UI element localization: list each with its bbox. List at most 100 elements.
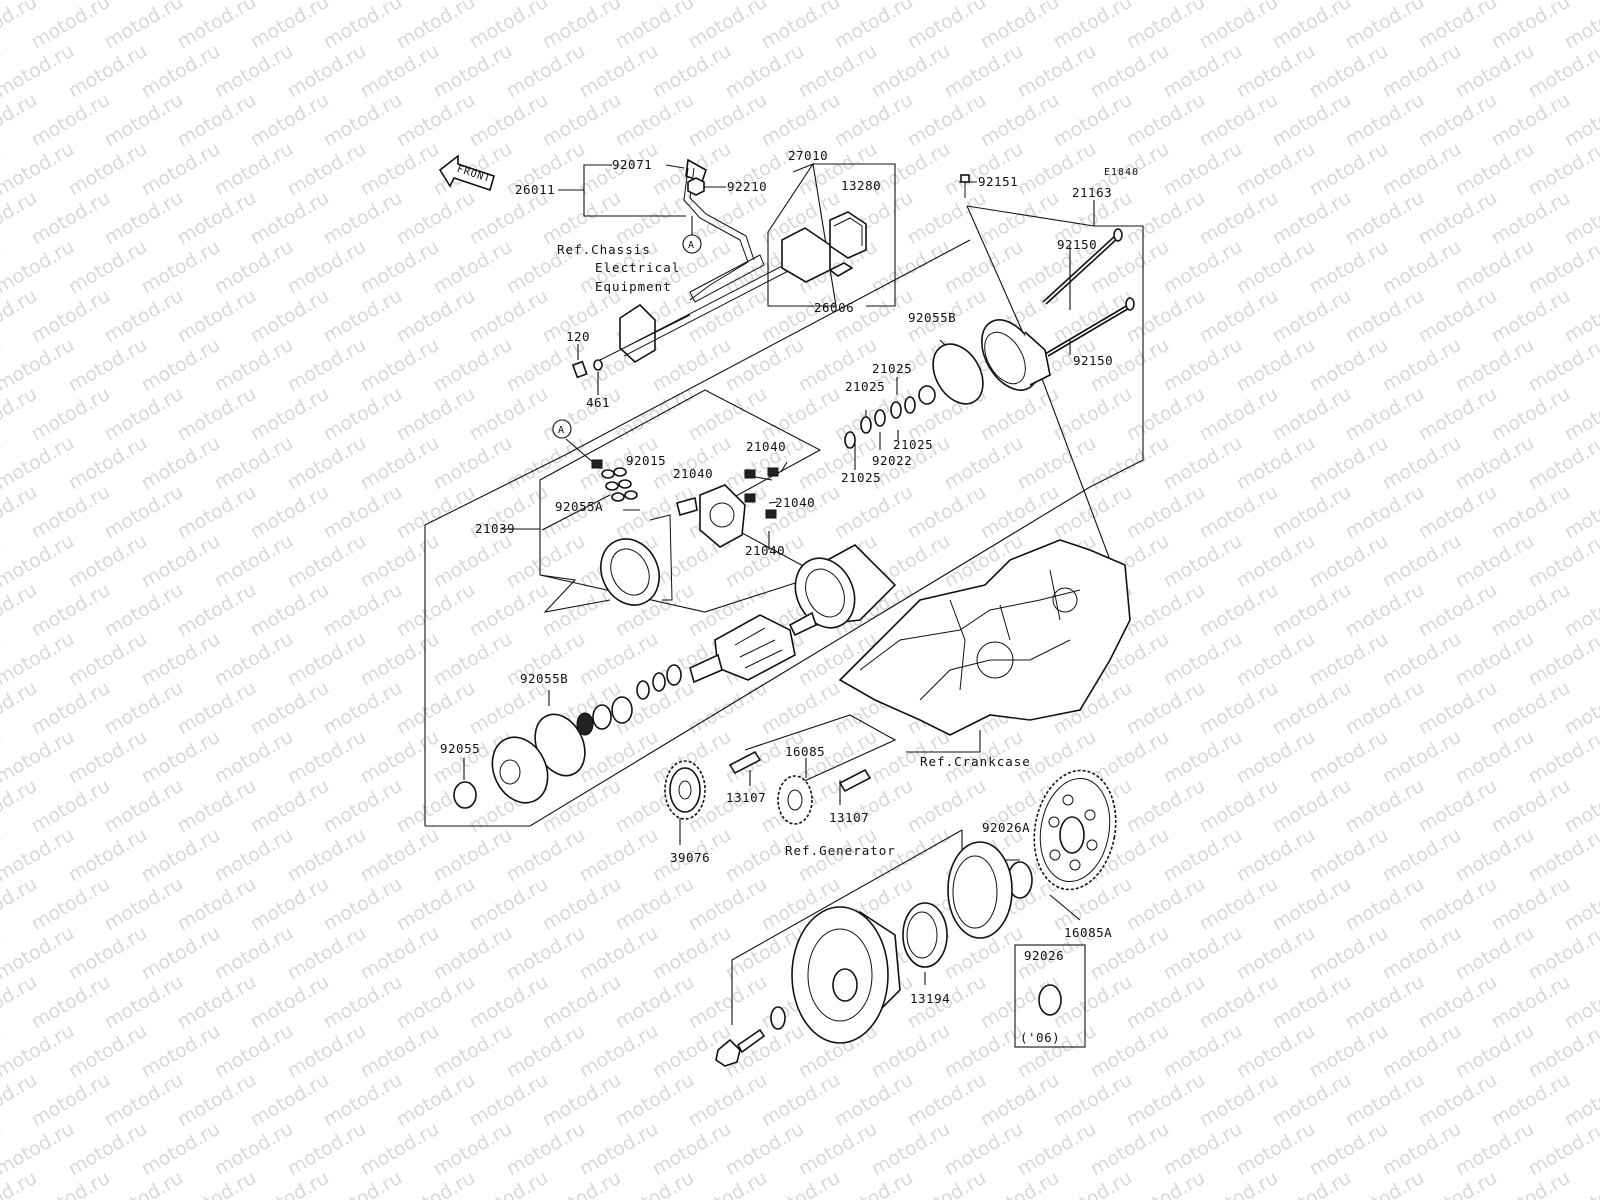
watermark-text: motod.ru	[1087, 432, 1173, 495]
watermark-text: motod.ru	[1488, 677, 1574, 740]
watermark-text: motod.ru	[1306, 1020, 1392, 1083]
watermark-text: motod.ru	[1160, 824, 1246, 887]
label-120: 120	[566, 329, 590, 344]
watermark-text: motod.ru	[1488, 89, 1574, 152]
watermark-text: motod.ru	[904, 1069, 990, 1132]
watermark-text: motod.ru	[685, 971, 771, 1034]
watermark-text: motod.ru	[247, 775, 333, 838]
gear-16085	[777, 775, 813, 825]
watermark-text: motod.ru	[174, 187, 260, 250]
watermark-text: motod.ru	[320, 579, 406, 642]
ref-chassis-line2: Electrical	[595, 260, 680, 275]
watermark-text: motod.ru	[1452, 1118, 1538, 1181]
label-92026A: 92026A	[982, 820, 1030, 835]
watermark-text: motod.ru	[174, 1069, 260, 1132]
parts-drawing: A A	[453, 158, 1135, 1067]
watermark-text: motod.ru	[685, 383, 771, 446]
watermark-text: motod.ru	[174, 579, 260, 642]
watermark-text: motod.ru	[393, 481, 479, 544]
watermark-text: motod.ru	[28, 89, 114, 152]
label-13280: 13280	[841, 178, 881, 193]
watermark-text: motod.ru	[101, 481, 187, 544]
watermark-text: motod.ru	[247, 187, 333, 250]
watermark-text: motod.ru	[101, 285, 187, 348]
one-way-bearing	[902, 902, 948, 968]
watermark-text: motod.ru	[1306, 824, 1392, 887]
watermark-text: motod.ru	[1306, 334, 1392, 397]
watermark-text: motod.ru	[977, 89, 1063, 152]
watermark-text: motod.ru	[174, 873, 260, 936]
watermark-text: motod.ru	[649, 1118, 735, 1181]
watermark-text: motod.ru	[1196, 481, 1282, 544]
watermark-text: motod.ru	[1123, 677, 1209, 740]
watermark-text: motod.ru	[1379, 1020, 1465, 1083]
watermark-text: motod.ru	[1488, 579, 1574, 642]
clutch-housing	[947, 841, 1013, 939]
watermark-text: motod.ru	[28, 677, 114, 740]
watermark-text: motod.ru	[1415, 1069, 1501, 1132]
watermark-text: motod.ru	[758, 1069, 844, 1132]
watermark-text: motod.ru	[393, 89, 479, 152]
callout-a-top: A	[682, 216, 702, 254]
nut-92210	[687, 177, 705, 196]
watermark-text: motod.ru	[1452, 236, 1538, 299]
watermark-text: motod.ru	[1306, 628, 1392, 691]
watermark-text: motod.ru	[1123, 1069, 1209, 1132]
watermark-text: motod.ru	[1196, 873, 1282, 936]
watermark-text: motod.ru	[1415, 89, 1501, 152]
watermark-text: motod.ru	[685, 89, 771, 152]
watermark-text: motod.ru	[357, 530, 443, 593]
watermark-text: motod.ru	[430, 530, 516, 593]
watermark-text: motod.ru	[1488, 0, 1574, 53]
watermark-text: motod.ru	[612, 1069, 698, 1132]
watermark-text: motod.ru	[831, 89, 917, 152]
watermark-text: motod.ru	[65, 432, 151, 495]
watermark-text: motod.ru	[1452, 1020, 1538, 1083]
label-06: ('06)	[1020, 1030, 1060, 1045]
motor-yoke	[794, 544, 897, 629]
watermark-text: motod.ru	[1087, 1118, 1173, 1181]
watermark-text: motod.ru	[758, 0, 844, 53]
watermark-text: motod.ru	[466, 1069, 552, 1132]
watermark-text: motod.ru	[1123, 187, 1209, 250]
watermark-text: motod.ru	[174, 383, 260, 446]
watermark-text: motod.ru	[1452, 432, 1538, 495]
watermark-text: motod.ru	[101, 0, 187, 53]
watermark-text: motod.ru	[831, 0, 917, 53]
watermark-text: motod.ru	[211, 726, 297, 789]
watermark-text: motod.ru	[1379, 922, 1465, 985]
watermark-text: motod.ru	[1488, 285, 1574, 348]
watermark-text: motod.ru	[393, 677, 479, 740]
watermark-text: motod.ru	[1050, 89, 1136, 152]
watermark-text: motod.ru	[1050, 1069, 1136, 1132]
watermark-text: motod.ru	[1233, 628, 1319, 691]
watermark-text: motod.ru	[1306, 922, 1392, 985]
watermark-text: motod.ru	[101, 579, 187, 642]
watermark-text: motod.ru	[65, 1118, 151, 1181]
watermark-text: motod.ru	[941, 138, 1027, 201]
watermark-text: motod.ru	[503, 40, 589, 103]
svg-text:A: A	[558, 425, 565, 436]
label-92055B-lower: 92055B	[520, 671, 568, 686]
watermark-text: motod.ru	[174, 89, 260, 152]
watermark-text: motod.ru	[1123, 481, 1209, 544]
watermark-text: motod.ru	[1415, 285, 1501, 348]
long-bolts	[1042, 228, 1135, 357]
watermark-text: motod.ru	[320, 383, 406, 446]
watermark-text: motod.ru	[1269, 873, 1355, 936]
watermark-text: motod.ru	[758, 89, 844, 152]
watermark-text: motod.ru	[941, 40, 1027, 103]
watermark-text: motod.ru	[393, 971, 479, 1034]
watermark-text: motod.ru	[138, 1020, 224, 1083]
label-16085A: 16085A	[1064, 925, 1112, 940]
watermark-text: motod.ru	[211, 922, 297, 985]
watermark-text: motod.ru	[1342, 873, 1428, 936]
watermark-text: motod.ru	[868, 236, 954, 299]
label-21025-b: 21025	[845, 379, 885, 394]
ref-chassis-line3: Equipment	[595, 279, 672, 294]
watermark-text: motod.ru	[831, 1069, 917, 1132]
leader-lines	[424, 162, 1144, 1048]
watermark-text: motod.ru	[1306, 432, 1392, 495]
watermark-text: motod.ru	[1342, 1069, 1428, 1132]
watermark-text: motod.ru	[1160, 1020, 1246, 1083]
